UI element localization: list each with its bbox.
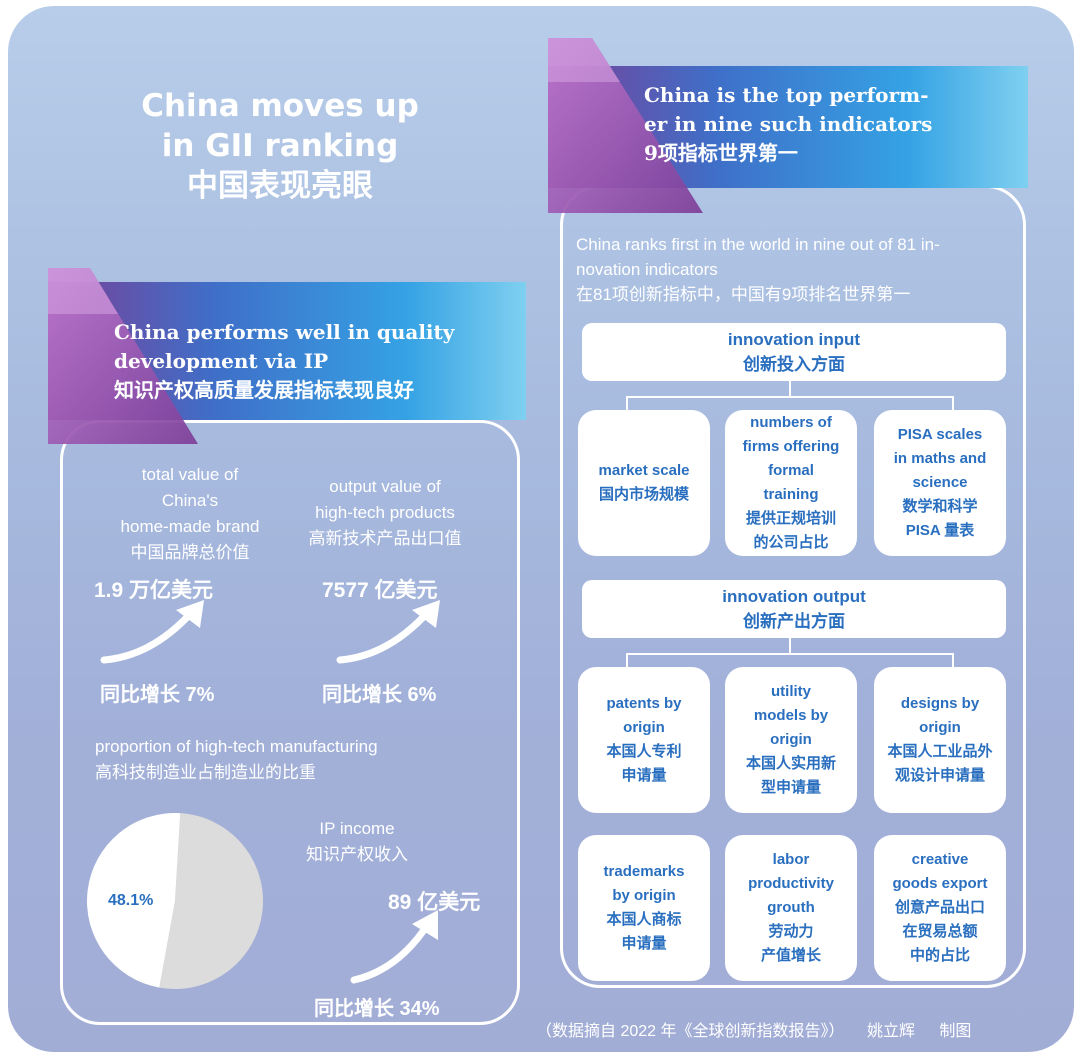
card-text-line: training [763, 486, 819, 503]
author-name: 姚立辉 [866, 1021, 915, 1040]
card-text-line: 申请量 [621, 935, 667, 952]
growth-arrow-icon [350, 910, 438, 984]
top-indicators-banner: China is the top perform- er in nine suc… [548, 38, 1028, 213]
card-text-line: 本国人实用新 [745, 755, 836, 772]
card-text-line: designs by [900, 695, 980, 712]
output-card-patents: patents by origin 本国人专利申请量 [578, 667, 710, 813]
card-text-line: 中的占比 [909, 947, 970, 964]
banner-line-1: China performs well in quality [114, 320, 455, 344]
banner-line-3: 知识产权高质量发展指标表现良好 [114, 378, 414, 402]
card-text-line: 提供正规培训 [745, 510, 836, 527]
title-line-3: 中国表现亮眼 [187, 168, 373, 204]
card-text-line: PISA scales [897, 426, 983, 443]
banner-line-1: China is the top perform- [644, 83, 929, 107]
card-text-line: utility [771, 683, 811, 700]
card-text-line: 产值增长 [760, 947, 821, 964]
card-text-line: patents by [606, 695, 682, 712]
growth-arrow-icon [336, 600, 440, 664]
top-indicators-intro: China ranks first in the world in nine o… [576, 235, 940, 304]
card-text-line: in maths and [893, 450, 987, 467]
pie-slice-highlight [87, 813, 181, 988]
output-card-creative-goods: creative goods export 创意产品出口在贸易总额中的占比 [874, 835, 1006, 981]
output-card-trademarks: trademarks by origin 本国人商标申请量 [578, 835, 710, 981]
growth-arrow-icon [100, 600, 204, 664]
card-text-line: 国内市场规模 [598, 486, 689, 503]
output-card-designs: designs by origin 本国人工业品外观设计申请量 [874, 667, 1006, 813]
brand-value-label: total value of China's home-made brand 中… [120, 465, 260, 562]
ip-quality-banner: China performs well in quality developme… [48, 268, 526, 444]
input-card-pisa-scales: PISA scales in maths and science 数学和科学 PISA … [874, 410, 1006, 556]
card-text-line: labor [772, 851, 810, 868]
innovation-input-header: innovation input 创新投入方面 [582, 323, 1006, 381]
card-text-line: goods export [892, 875, 988, 892]
ribbon-graphic [548, 38, 1028, 213]
card-text-line: origin [919, 719, 961, 736]
card-text-line: creative [911, 851, 969, 868]
card-text-line: firms offering [742, 438, 840, 455]
hightech-proportion-pie-chart [87, 813, 263, 989]
card-text-line: science [912, 474, 968, 491]
card-text-line: 本国人工业品外 [887, 743, 993, 760]
pie-slice-remainder [159, 813, 263, 989]
card-text-line: origin [770, 731, 812, 748]
card-text-line: market scale [598, 462, 690, 479]
card-text-line: PISA 量表 [905, 522, 975, 539]
card-text-line: models by [753, 707, 829, 724]
title-line-1: China moves up [141, 88, 419, 124]
input-card-firms-training: numbers of firms offering formal training 提供… [725, 410, 857, 556]
brand-growth: 同比增长 7% [100, 684, 215, 706]
ip-quality-panel [60, 420, 520, 1025]
output-card-labor-productivity: labor productivity grouth 劳动力产值增长 [725, 835, 857, 981]
card-text-line: 本国人专利 [606, 743, 682, 760]
ip-income-value: 89 亿美元 [388, 891, 481, 914]
banner-line-2: development via IP [114, 349, 329, 373]
card-text-line: by origin [612, 887, 676, 904]
banner-line-2: er in nine such indicators [644, 112, 933, 136]
input-connector-lines [626, 381, 954, 411]
card-text-line: grouth [767, 899, 815, 916]
card-text-line: 申请量 [621, 767, 667, 784]
card-text-line: 创意产品出口 [894, 899, 985, 916]
card-text-line: 的公司占比 [753, 534, 829, 551]
card-text-line: 劳动力 [768, 923, 814, 940]
source-credit: （数据摘自 2022 年《全球创新指数报告》） 姚立辉 制图 [536, 1017, 971, 1041]
ip-income-growth: 同比增长 34% [314, 998, 440, 1020]
ip-income-label: IP income 知识产权收入 [306, 819, 408, 864]
title-line-2: in GII ranking [161, 128, 399, 164]
brand-value: 1.9 万亿美元 [94, 579, 214, 602]
card-text-line: origin [623, 719, 665, 736]
card-text-line: productivity [748, 875, 834, 892]
innovation-output-header: innovation output 创新产出方面 [582, 580, 1006, 638]
card-text-line: 数学和科学 [902, 498, 978, 515]
card-text-line: 型申请量 [760, 779, 821, 796]
hightech-output-label: output value of high-tech products 高新技术产… [308, 477, 462, 548]
output-connector-lines [626, 638, 954, 668]
card-text-line: 在贸易总额 [902, 923, 978, 940]
input-card-market-scale: market scale 国内市场规模 [578, 410, 710, 556]
banner-line-3: 9项指标世界第一 [644, 141, 798, 165]
pie-data-label: 48.1% [108, 892, 154, 909]
data-source: （数据摘自 2022 年《全球创新指数报告》） [536, 1023, 845, 1040]
page-title: China moves up in GII ranking 中国表现亮眼 [100, 86, 460, 206]
output-card-utility-models: utility models by origin 本国人实用新型申请量 [725, 667, 857, 813]
card-text-line: trademarks [603, 863, 685, 880]
credit-label: 制图 [939, 1023, 972, 1040]
proportion-label: proportion of high-tech manufacturing 高科… [95, 737, 378, 782]
hightech-growth: 同比增长 6% [322, 684, 437, 706]
card-text-line: 观设计申请量 [894, 767, 985, 784]
card-text-line: 本国人商标 [606, 911, 682, 928]
ribbon-graphic [48, 268, 526, 444]
hightech-output-value: 7577 亿美元 [322, 579, 438, 602]
card-text-line: formal [768, 462, 814, 479]
card-text-line: numbers of [750, 414, 832, 431]
